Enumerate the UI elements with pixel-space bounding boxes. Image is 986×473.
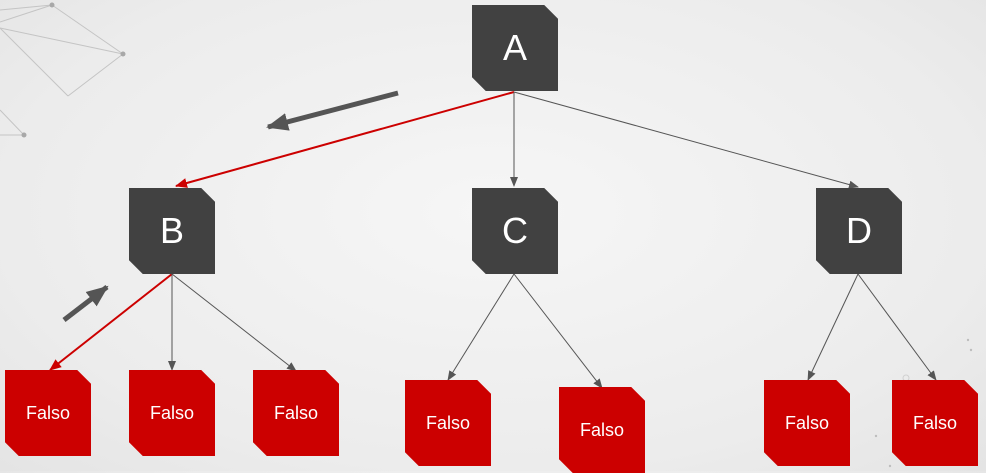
hint-arrow-up — [62, 285, 109, 322]
leaf-c1: Falso — [405, 380, 491, 466]
edge-b-b3 — [171, 273, 297, 372]
edge-d-d1 — [807, 273, 859, 381]
edge-a-d — [513, 91, 859, 189]
node-c: C — [472, 188, 558, 274]
edge-c-c1 — [447, 273, 515, 381]
leaf-b2: Falso — [129, 370, 215, 456]
decorative-network — [0, 2, 973, 468]
edge-d-d2 — [857, 273, 937, 381]
leaf-d2: Falso — [892, 380, 978, 466]
leaf-d1: Falso — [764, 380, 850, 466]
leaf-b3: Falso — [253, 370, 339, 456]
edge-b-b1 — [49, 273, 173, 371]
hint-arrow-left — [266, 90, 399, 131]
leaf-b1: Falso — [5, 370, 91, 456]
leaf-c2: Falso — [559, 387, 645, 473]
edge-c-c2 — [513, 273, 603, 389]
edge-a-b — [175, 91, 515, 188]
node-b: B — [129, 188, 215, 274]
node-a: A — [472, 5, 558, 91]
node-d: D — [816, 188, 902, 274]
